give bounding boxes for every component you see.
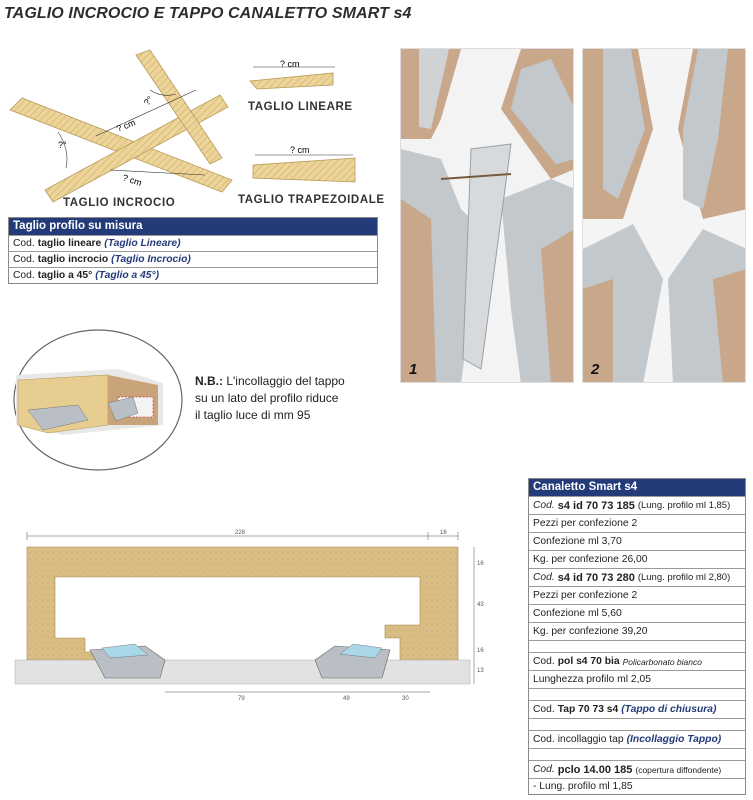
row-cod: Cod. (533, 764, 555, 775)
table-row: Cod. s4 id 70 73 185 (Lung. profilo ml 1… (529, 496, 745, 514)
linear-cm-label: ? cm (280, 59, 300, 69)
row-desc: (copertura diffondente) (635, 764, 722, 775)
dim-right-2: 43 (477, 602, 484, 608)
row-desc: (Taglio Incrocio) (111, 254, 191, 265)
table-row: Confezione ml 3,70 (529, 532, 745, 550)
cross-bar-a (9, 97, 233, 193)
note-line-3: il taglio luce di mm 95 (195, 408, 311, 422)
photo-2-illustration (583, 49, 745, 382)
cross-deg-label-2: ?° (142, 94, 155, 107)
row-cod: Cod. (13, 238, 35, 249)
table-row: - Lung. profilo ml 1,85 (529, 778, 745, 794)
dim-right-4: 13 (477, 668, 484, 674)
trapezoid-cut-label: TAGLIO TRAPEZOIDALE (238, 194, 385, 206)
row-code: pclo 14.00 185 (557, 763, 633, 776)
row-cod: Cod. (13, 254, 35, 265)
row-desc: (Incollaggio Tappo) (626, 734, 722, 745)
table-row: Confezione ml 5,60 (529, 604, 745, 622)
row-code: s4 id 70 73 280 (557, 571, 635, 584)
table-row: Kg. per confezione 26,00 (529, 550, 745, 568)
note-line-1: L'incollaggio del tappo (226, 374, 345, 388)
row-cod: Cod. (533, 734, 555, 745)
note-text: N.B.: L'incollaggio del tappo su un lato… (195, 373, 345, 424)
dim-right-1: 16 (477, 561, 484, 567)
table-row: Lunghezza profilo ml 2,05 (529, 670, 745, 688)
row-code: Tap 70 73 s4 (557, 704, 619, 715)
page-title: TAGLIO INCROCIO E TAPPO CANALETTO SMART … (4, 5, 412, 22)
row-code: s4 id 70 73 185 (557, 499, 635, 512)
row-cod: Cod. (533, 572, 555, 583)
profile-section-drawing: 228 16 16 43 16 13 79 49 30 (14, 530, 484, 702)
cross-bar-c (135, 49, 223, 165)
table-row: Cod. s4 id 70 73 280 (Lung. profilo ml 2… (529, 568, 745, 586)
table-row-empty (529, 748, 745, 760)
linear-cut-diagram: ? cm (249, 59, 335, 90)
custom-cut-table: Taglio profilo su misura Cod. taglio lin… (8, 217, 378, 284)
table-row-empty (529, 640, 745, 652)
linear-cut-label: TAGLIO LINEARE (248, 101, 353, 113)
table-row: Pezzi per confezione 2 (529, 514, 745, 532)
trapezoid-cm-label: ? cm (290, 145, 310, 155)
trapezoid-cut-diagram: ? cm (252, 145, 356, 183)
table-row: Cod. pol s4 70 bia Policarbonato bianco (529, 652, 745, 670)
dim-bottom: 79 (238, 696, 245, 702)
note-line-2: su un lato del profilo riduce (195, 391, 339, 405)
cross-cm-label-1: ? cm (115, 117, 137, 134)
photo-1-number: 1 (409, 361, 418, 378)
note-label: N.B.: (195, 374, 223, 388)
photo-1: 1 (400, 48, 574, 383)
dim-right-3: 16 (477, 648, 484, 654)
row-name: taglio incrocio (37, 254, 109, 265)
table-row: Pezzi per confezione 2 (529, 586, 745, 604)
dim-top-right: 16 (440, 530, 447, 536)
row-desc: (Lung. profilo ml 2,80) (637, 572, 731, 583)
table-row: Kg. per confezione 39,20 (529, 622, 745, 640)
row-cod: Cod. (533, 500, 555, 511)
dim-bottom-3: 30 (402, 696, 409, 702)
table-row: Cod. taglio lineare (Taglio Lineare) (9, 235, 377, 251)
row-desc: Policarbonato bianco (622, 656, 702, 667)
table-row: Cod. Tap 70 73 s4 (Tappo di chiusura) (529, 700, 745, 718)
table-row: Cod. taglio a 45° (Taglio a 45°) (9, 267, 377, 283)
table-row: Cod. pclo 14.00 185 (copertura diffonden… (529, 760, 745, 778)
row-name: taglio a 45° (37, 270, 93, 281)
table-row: Cod. incollaggio tap (Incollaggio Tappo) (529, 730, 745, 748)
row-desc: (Taglio a 45°) (95, 270, 160, 281)
cross-deg-label-1: ?° (58, 140, 67, 150)
photo-2-number: 2 (591, 361, 600, 378)
row-code: incollaggio tap (557, 734, 624, 745)
row-cod: Cod. (533, 704, 555, 715)
cross-cm-label-2: ? cm (121, 172, 143, 188)
table-row-empty (529, 688, 745, 700)
row-desc: (Taglio Lineare) (104, 238, 181, 249)
cross-cut-label: TAGLIO INCROCIO (63, 197, 176, 209)
row-name: taglio lineare (37, 238, 102, 249)
row-cod: Cod. (13, 270, 35, 281)
row-code: pol s4 70 bia (557, 656, 620, 667)
custom-cut-table-header: Taglio profilo su misura (9, 218, 377, 235)
table-row-empty (529, 718, 745, 730)
row-desc: (Lung. profilo ml 1,85) (637, 500, 731, 511)
cross-cut-diagram: ? cm ? cm ?° ?° (9, 49, 233, 203)
table-row: Cod. taglio incrocio (Taglio Incrocio) (9, 251, 377, 267)
dim-top: 228 (235, 530, 246, 536)
end-cap-detail-illustration (13, 329, 183, 471)
canaletto-smart-table: Canaletto Smart s4 Cod. s4 id 70 73 185 … (528, 478, 746, 795)
photo-1-illustration (401, 49, 573, 382)
row-cod: Cod. (533, 656, 555, 667)
dim-bottom-2: 49 (343, 696, 350, 702)
photo-2: 2 (582, 48, 746, 383)
canaletto-table-header: Canaletto Smart s4 (529, 479, 745, 496)
row-desc: (Tappo di chiusura) (621, 704, 717, 715)
